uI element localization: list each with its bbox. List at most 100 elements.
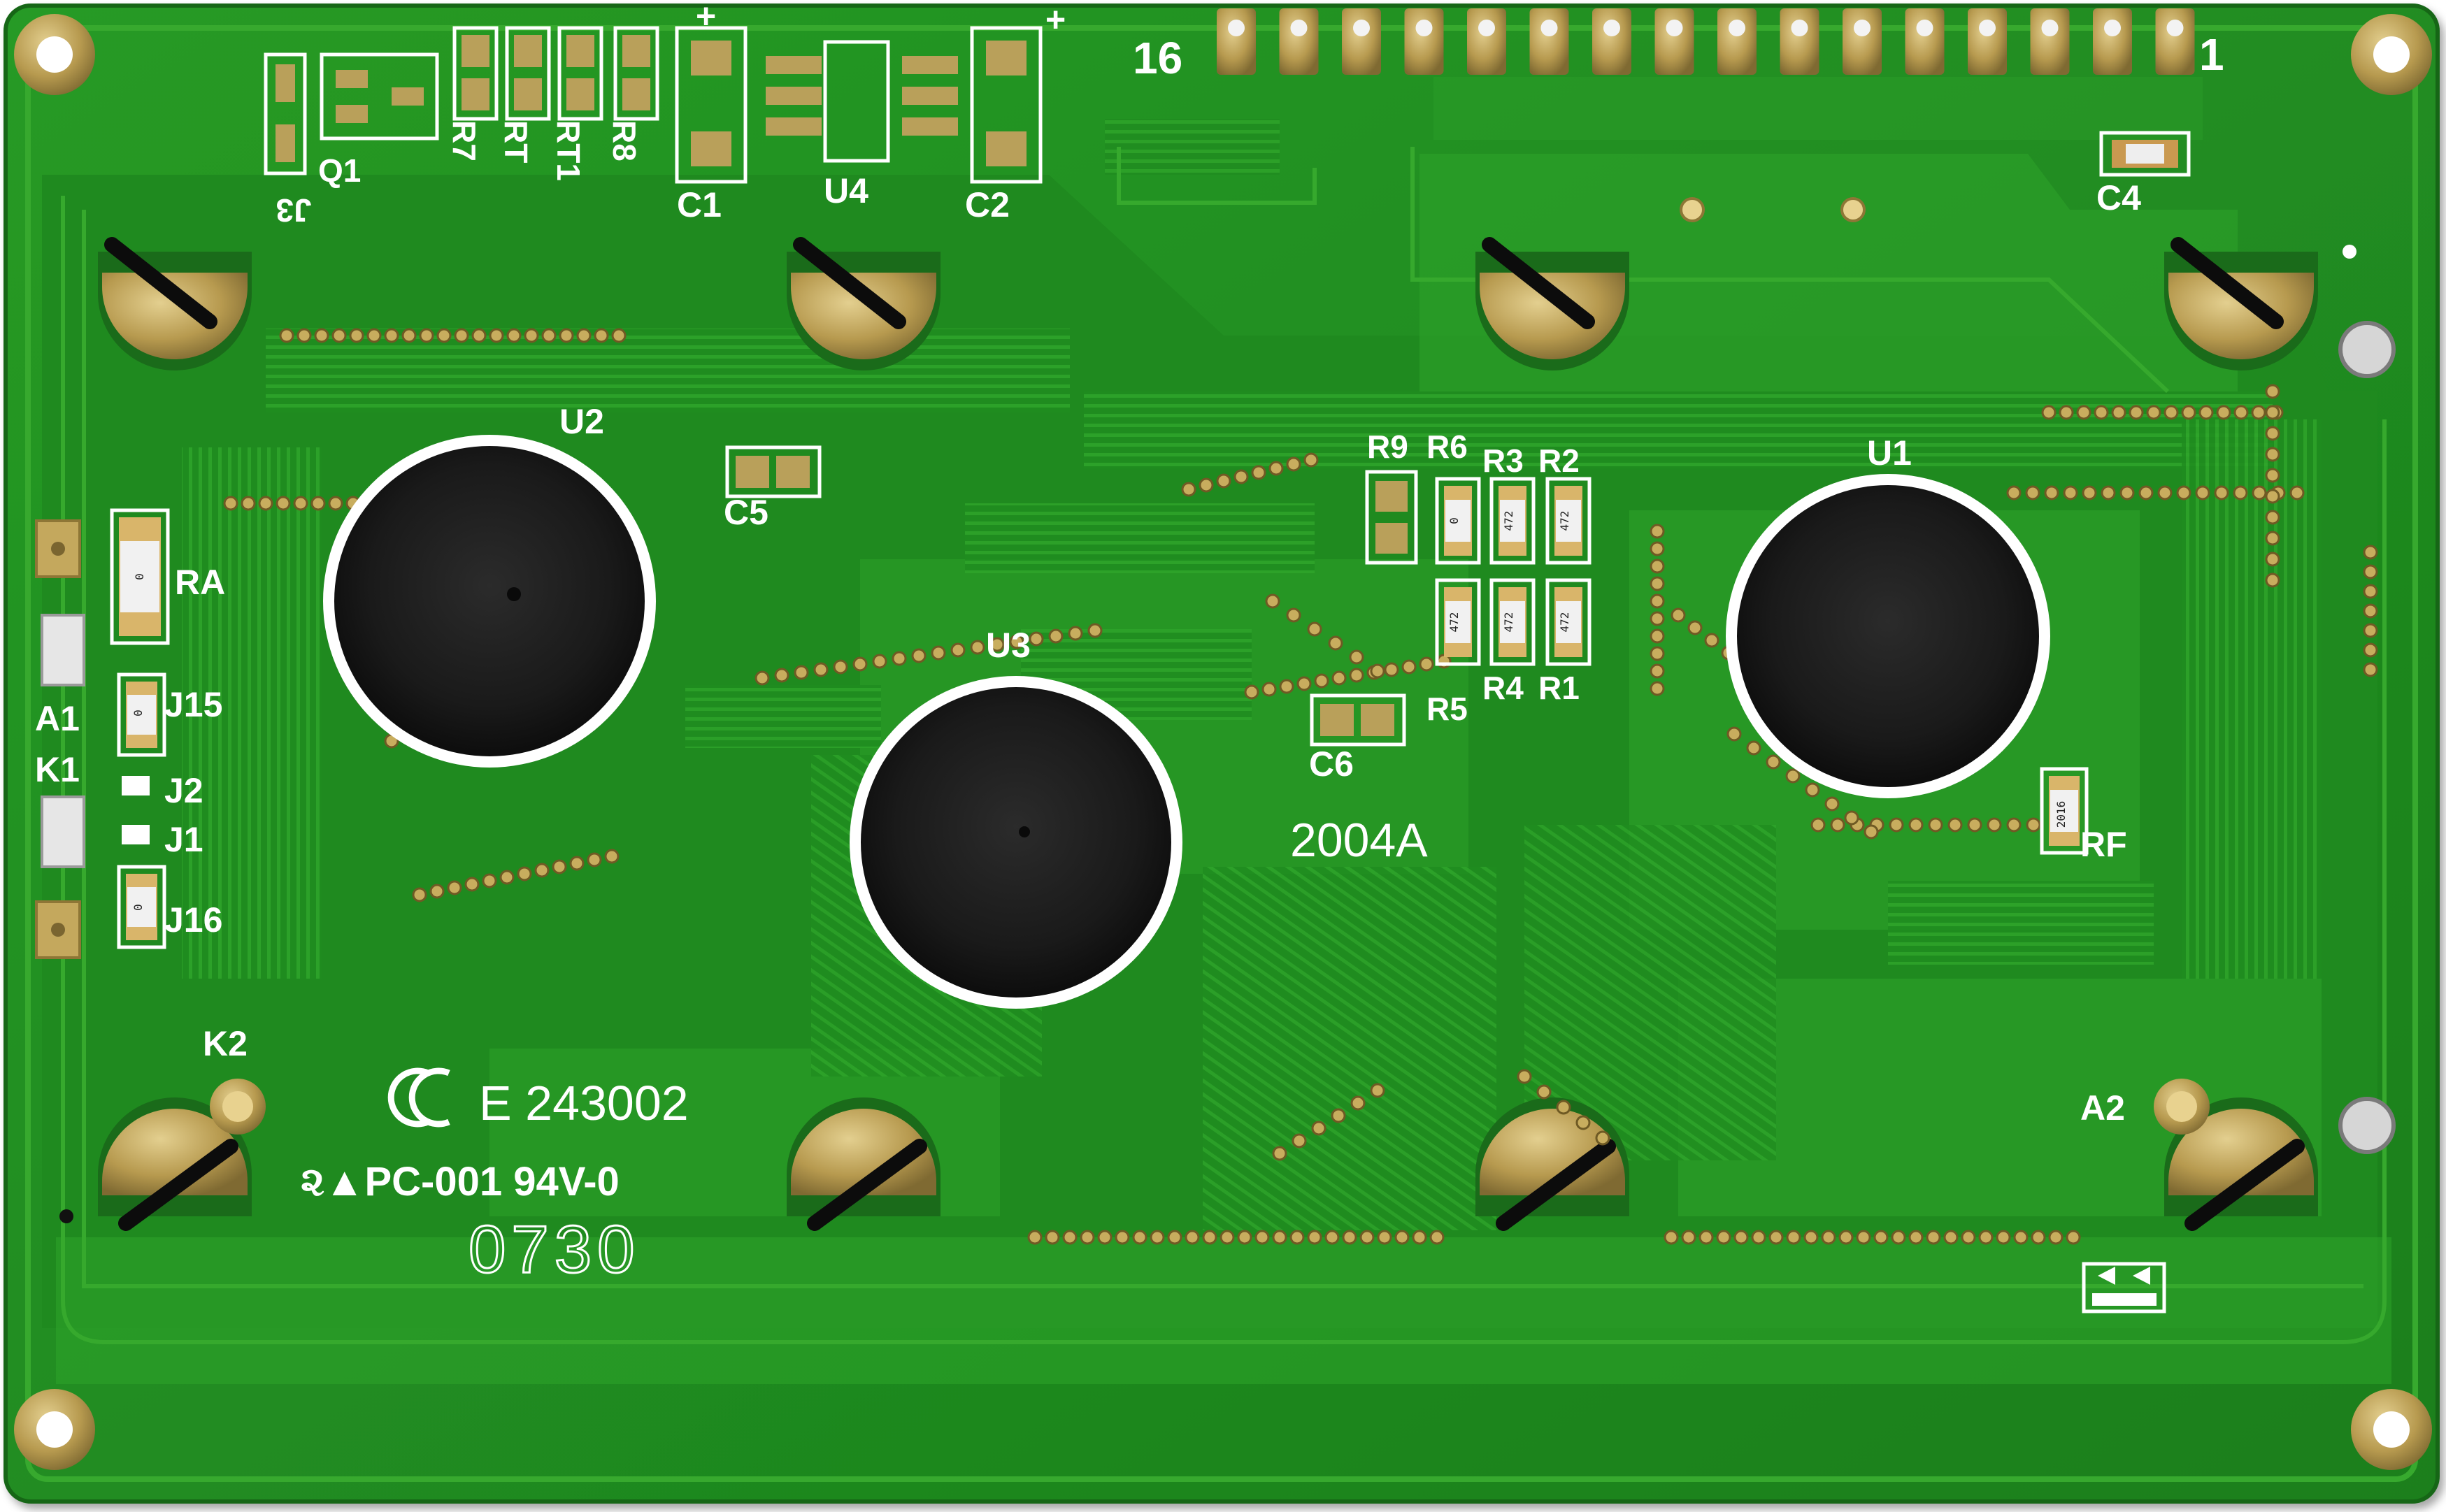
via [1080, 1230, 1095, 1245]
via [594, 328, 609, 343]
via [1350, 1095, 1366, 1111]
date-code: 0730 [469, 1212, 641, 1287]
label-r6: R6 [1426, 429, 1468, 465]
via [2198, 405, 2214, 420]
model-marking: 2004A [1290, 814, 1428, 867]
via [1265, 593, 1280, 609]
via [1786, 1230, 1801, 1245]
c6-outline [1310, 693, 1406, 747]
via [2082, 485, 2097, 501]
via [970, 640, 985, 655]
via [1167, 1230, 1182, 1245]
rt1-outline [557, 26, 603, 121]
via [1844, 810, 1859, 826]
header-pin [1529, 8, 1569, 75]
label-c5: C5 [724, 493, 768, 532]
via [1199, 477, 1214, 493]
via [1342, 1230, 1357, 1245]
via [1943, 1230, 1959, 1245]
via [1048, 628, 1064, 644]
via [524, 328, 539, 343]
via [2252, 485, 2267, 501]
via [2094, 405, 2109, 420]
via [911, 648, 927, 663]
via [1698, 1230, 1714, 1245]
via [436, 328, 452, 343]
label-q1: Q1 [318, 152, 361, 189]
via [384, 328, 399, 343]
header-pin [1467, 8, 1506, 75]
via [429, 884, 445, 899]
label-r2: R2 [1538, 442, 1580, 479]
via [517, 866, 532, 881]
label-c2-plus: + [1045, 0, 1066, 39]
via [569, 856, 585, 871]
pin-label-1: 1 [2199, 29, 2224, 80]
via [1650, 524, 1665, 539]
label-rf: RF [2080, 825, 2127, 864]
j3-outline [264, 52, 307, 175]
label-rt1: RT1 [550, 120, 587, 181]
resistor-codes: 0 472 472 472 472 472 0 0 0 2016 [131, 511, 2068, 911]
bezel-tabs [98, 237, 2318, 1231]
via [2101, 485, 2116, 501]
via [1045, 1230, 1060, 1245]
via [1185, 1230, 1200, 1245]
via [2031, 1230, 2046, 1245]
via [1272, 1146, 1287, 1161]
label-u4: U4 [824, 171, 868, 210]
via [1401, 659, 1417, 675]
via [1575, 1115, 1591, 1130]
via [892, 651, 907, 666]
via [1751, 1230, 1766, 1245]
via [276, 496, 291, 511]
via [1328, 635, 1343, 651]
code-j15: 0 [131, 710, 145, 717]
via [989, 637, 1005, 652]
via [1704, 633, 1719, 648]
via [2265, 468, 2280, 483]
via [401, 328, 417, 343]
via [1062, 1230, 1078, 1245]
ce-mark-icon [387, 1067, 450, 1128]
pin-label-16: 16 [1133, 33, 1182, 83]
trace-bundles [182, 119, 2322, 1230]
via [1947, 817, 1963, 833]
label-j3: J3 [276, 192, 311, 229]
via [2195, 485, 2210, 501]
bezel-tab [2164, 237, 2318, 370]
via [1650, 628, 1665, 644]
label-c1: C1 [677, 185, 722, 224]
bezel-tab [98, 1097, 252, 1231]
via [1856, 1230, 1871, 1245]
via [1307, 621, 1322, 637]
via [454, 328, 469, 343]
via [774, 668, 789, 683]
via [1289, 1230, 1305, 1245]
header-pin [1905, 8, 1945, 75]
via [2363, 623, 2378, 638]
via [1864, 824, 1879, 840]
via [1926, 1230, 1941, 1245]
via [1838, 1230, 1854, 1245]
via [950, 642, 966, 658]
smd-resistor [1435, 578, 1481, 666]
via [1303, 452, 1319, 468]
via [314, 328, 329, 343]
via [2048, 1230, 2064, 1245]
via [1650, 593, 1665, 609]
via [1650, 541, 1665, 556]
via [506, 328, 522, 343]
via [1097, 1230, 1113, 1245]
q1-outline [320, 52, 439, 141]
via [1349, 668, 1364, 683]
via [1237, 1230, 1252, 1245]
bezel-tab [787, 237, 941, 370]
left-pads [35, 197, 2396, 1223]
via [2265, 384, 2280, 399]
via [2214, 485, 2229, 501]
via [2157, 485, 2173, 501]
via [1805, 782, 1820, 798]
via [1664, 1230, 1679, 1245]
